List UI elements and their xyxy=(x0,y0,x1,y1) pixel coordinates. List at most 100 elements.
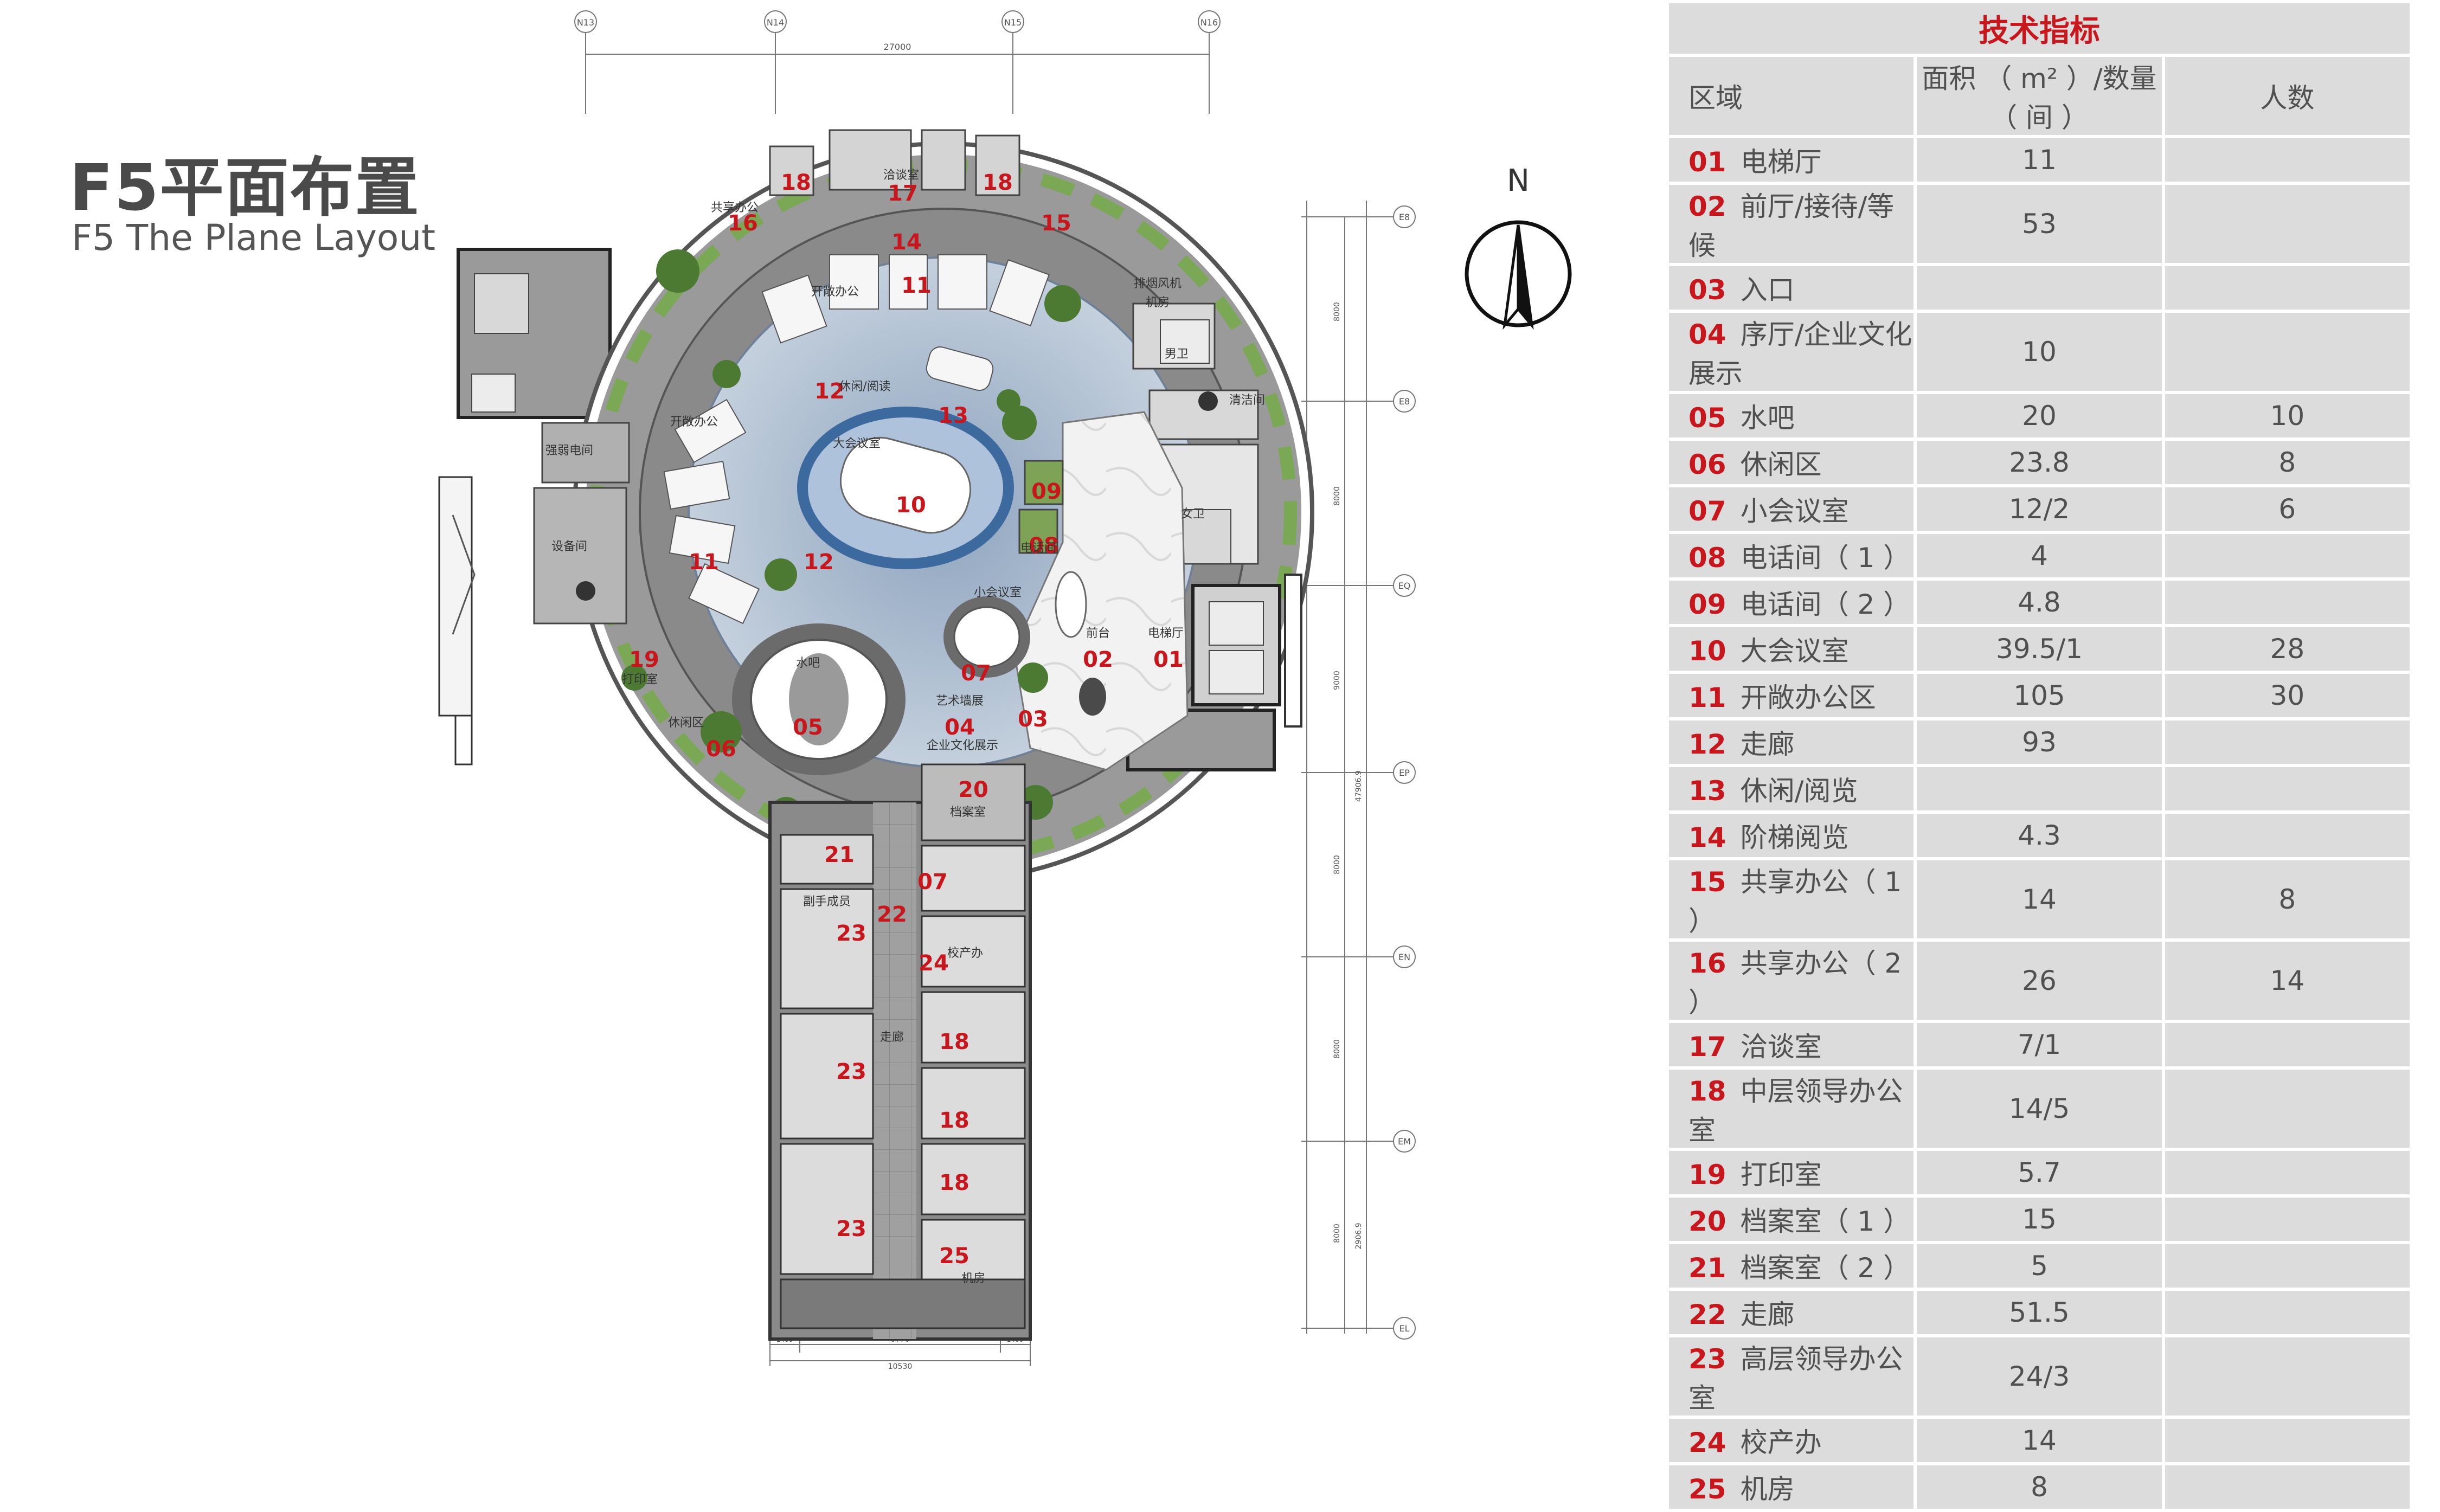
room-label: 04 xyxy=(945,715,975,740)
top-offices xyxy=(769,129,1020,196)
people-cell xyxy=(2165,1070,2413,1151)
room-equipment xyxy=(533,487,627,625)
room-label: 08 xyxy=(1029,533,1059,558)
dim-right-total: 47906.9 xyxy=(1354,770,1363,802)
big-meeting-room xyxy=(797,407,1014,569)
small-meeting-room xyxy=(943,596,1030,678)
dimension-chain-right xyxy=(1301,201,1410,1334)
area-cell: 5.7 xyxy=(1917,1151,2165,1198)
zone-name: 中层领导办公室 xyxy=(1688,1076,1903,1146)
north-label: N xyxy=(1507,163,1530,198)
people-cell: 30 xyxy=(2165,674,2413,720)
zone-name: 休闲/阅览 xyxy=(1740,775,1858,807)
reception-marble xyxy=(1013,411,1189,771)
zone-number: 04 xyxy=(1688,319,1726,350)
room-label: 11 xyxy=(689,550,719,575)
zone-number: 20 xyxy=(1688,1206,1726,1237)
grid-label-e8a: E8 xyxy=(1399,212,1410,222)
room-name: 共享办公 xyxy=(711,201,759,215)
zone-number: 17 xyxy=(1688,1031,1726,1063)
room-name: 休闲区 xyxy=(668,716,704,730)
people-cell: 10 xyxy=(2165,394,2413,441)
zone-name: 洽谈室 xyxy=(1740,1031,1822,1063)
area-cell: 26 xyxy=(1917,942,2165,1023)
zone-number: 22 xyxy=(1688,1299,1726,1330)
grid-bubbles-top: N13 N14 N15 N16 27000 xyxy=(574,10,1221,52)
room-name: 副手成员 xyxy=(803,895,851,909)
zone-number: 25 xyxy=(1688,1474,1726,1505)
people-cell: 14 xyxy=(2165,942,2413,1023)
room-name: 校产办 xyxy=(947,947,983,960)
zone-name: 共享办公（ 1 ） xyxy=(1688,866,1902,937)
area-cell: 23.8 xyxy=(1917,441,2165,487)
zone-number: 05 xyxy=(1688,402,1726,434)
area-cell: 4.3 xyxy=(1917,814,2165,860)
room-name-labels: 排烟风机 机房 强弱电间 设备间 男卫 女卫 清洁间 开敞办公 开敞办公 休闲/… xyxy=(545,169,1265,1285)
zone-name: 开敞办公区 xyxy=(1740,682,1876,713)
zone-name: 电梯厅 xyxy=(1740,146,1822,178)
room-name: 艺术墙展 xyxy=(936,694,984,708)
col-header-area: 面积 （ m² ）/数量（ 间 ） xyxy=(1917,57,2165,138)
area-cell: 14 xyxy=(1917,860,2165,942)
zone-name: 校产办 xyxy=(1740,1427,1822,1458)
people-cell xyxy=(2165,1419,2413,1465)
people-cell xyxy=(2165,767,2413,814)
area-cell xyxy=(1917,767,2165,814)
room-label: 21 xyxy=(824,842,855,867)
zone-name: 走廊 xyxy=(1740,729,1795,760)
room-label: 12 xyxy=(804,550,834,575)
room-label: 09 xyxy=(1031,479,1062,504)
room-label: 10 xyxy=(896,493,926,518)
south-wing xyxy=(768,763,1032,1341)
room-name: 大会议室 xyxy=(833,437,881,451)
zone-name: 水吧 xyxy=(1740,402,1795,434)
open-office-desks xyxy=(663,254,1050,625)
dim-right-last: 2906.9 xyxy=(1354,1223,1363,1250)
room-name: 电话间 xyxy=(1020,542,1056,555)
room-name: 企业文化展示 xyxy=(927,739,998,752)
dim-top: 27000 xyxy=(884,42,911,52)
zone-number: 08 xyxy=(1688,542,1726,574)
people-cell xyxy=(2165,1465,2413,1512)
zone-name: 电话间（ 2 ） xyxy=(1740,589,1911,620)
zone-number: 03 xyxy=(1688,274,1726,306)
people-cell xyxy=(2165,266,2413,313)
people-cell xyxy=(2165,313,2413,394)
area-cell: 14 xyxy=(1917,1419,2165,1465)
grid-label-el: EL xyxy=(1399,1323,1409,1334)
room-name: 男卫 xyxy=(1165,348,1189,361)
room-label: 24 xyxy=(919,951,949,976)
room-label: 25 xyxy=(939,1244,969,1269)
room-label: 05 xyxy=(793,715,823,740)
room-name: 休闲/阅读 xyxy=(839,380,890,394)
people-cell xyxy=(2165,138,2413,185)
room-name: 洽谈室 xyxy=(883,169,919,182)
people-cell xyxy=(2165,1151,2413,1198)
area-cell: 15 xyxy=(1917,1198,2165,1244)
room-label: 18 xyxy=(939,1170,969,1195)
dim-right-4: 8000 xyxy=(1333,855,1341,874)
room-label: 18 xyxy=(939,1108,969,1133)
planters xyxy=(621,249,1081,829)
